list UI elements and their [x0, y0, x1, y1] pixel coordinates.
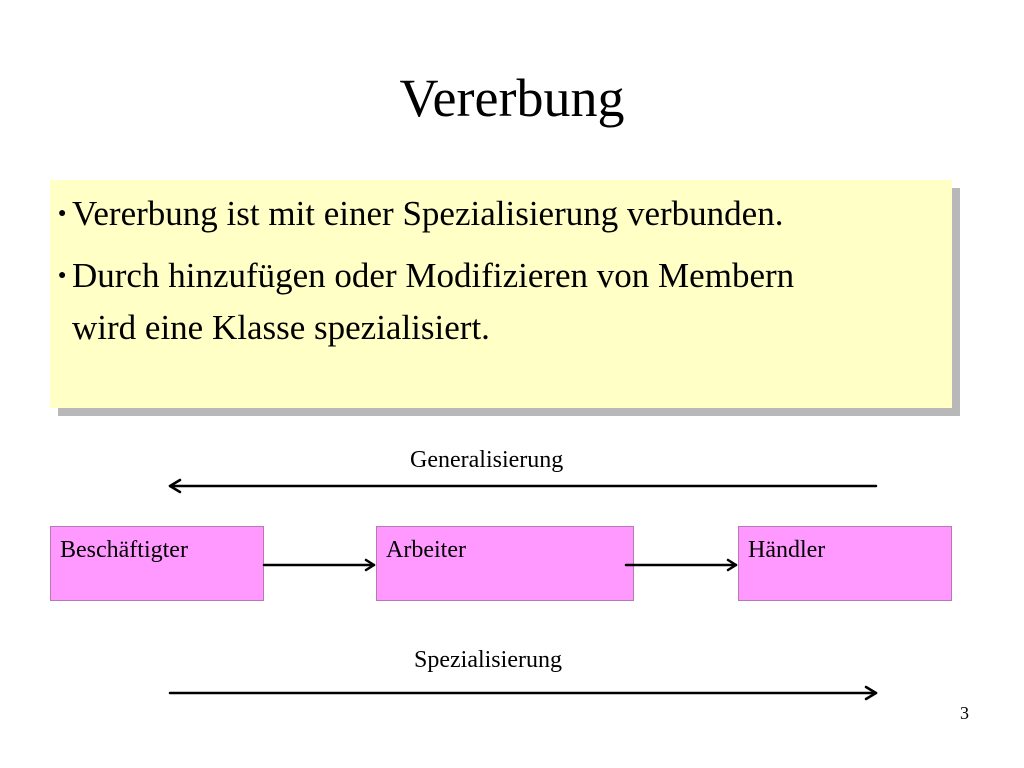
connector-arrowhead-2-icon — [726, 558, 738, 572]
class-label: Händler — [748, 537, 826, 563]
class-label: Arbeiter — [386, 537, 466, 563]
connector-arrowhead-1-icon — [364, 558, 376, 572]
bullet-text: Vererbung ist mit einer Spezialisierung … — [72, 194, 784, 233]
class-box-worker: Arbeiter — [376, 526, 634, 601]
slide-title: Vererbung — [399, 68, 625, 128]
generalization-arrowhead-icon — [168, 478, 182, 494]
specialization-label: Spezialisierung — [414, 647, 562, 673]
specialization-arrowhead-icon — [864, 685, 878, 701]
bullet-dot-icon: ● — [58, 268, 67, 283]
class-box-dealer: Händler — [738, 526, 952, 601]
generalization-label: Generalisierung — [410, 447, 564, 473]
bullet-text: wird eine Klasse spezialisiert. — [72, 308, 490, 347]
bullet-box: ● Vererbung ist mit einer Spezialisierun… — [50, 180, 952, 408]
bullet-dot-icon: ● — [58, 206, 67, 221]
class-box-employee: Beschäftigter — [50, 526, 264, 601]
page-number: 3 — [960, 703, 969, 723]
bullet-text: Durch hinzufügen oder Modifizieren von M… — [72, 256, 795, 295]
class-label: Beschäftigter — [60, 537, 188, 563]
